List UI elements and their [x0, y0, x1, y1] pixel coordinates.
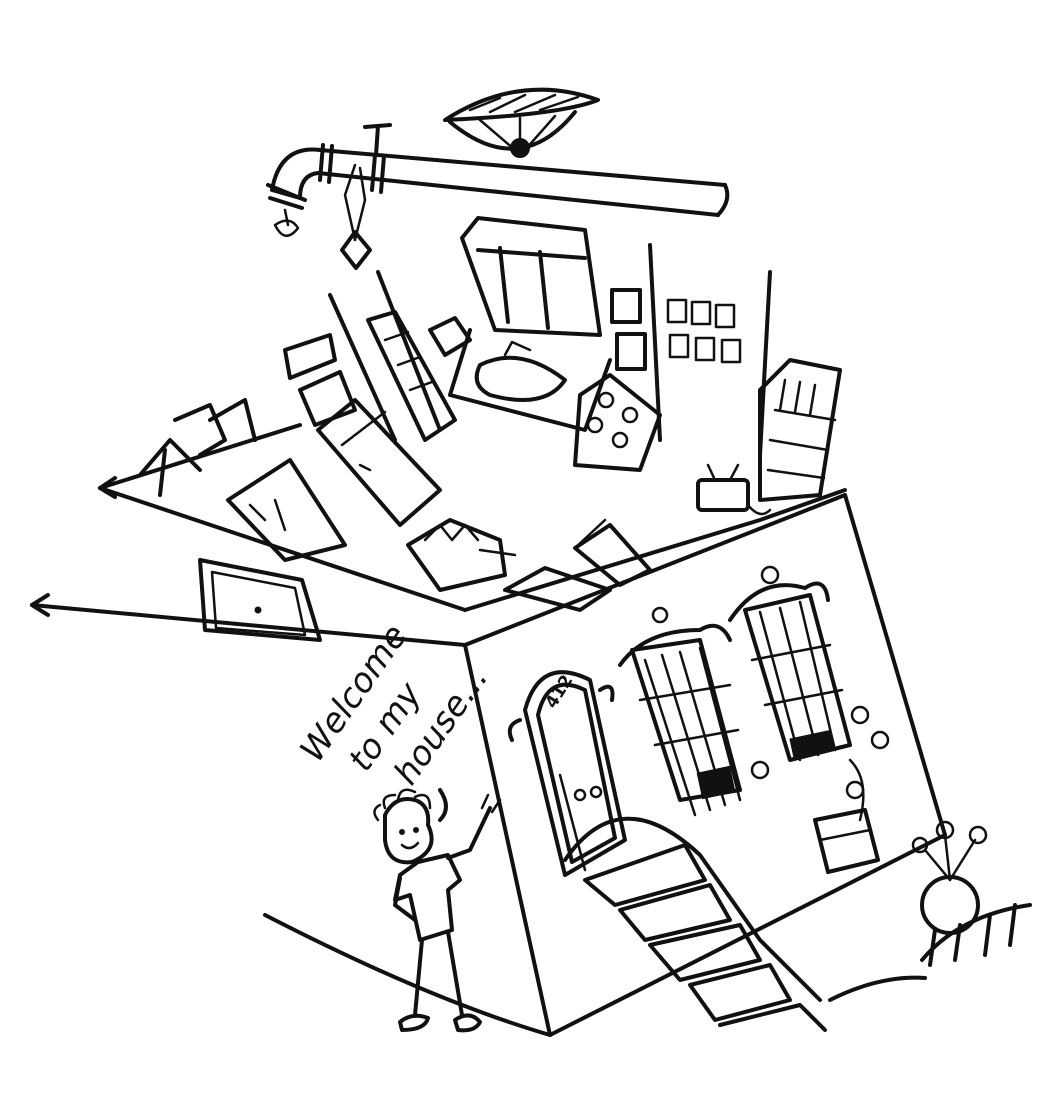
stairs — [563, 816, 827, 1032]
picture-frames — [328, 243, 772, 457]
tv — [696, 463, 772, 516]
left-room — [226, 310, 457, 562]
side-door — [198, 558, 322, 642]
pipe — [266, 123, 730, 270]
rooftop-chairs — [98, 398, 302, 499]
front-door: 412 — [507, 670, 627, 877]
speech-text: Welcome to my house... — [292, 617, 496, 792]
bookshelf — [758, 358, 842, 502]
ceiling-lamp — [443, 87, 600, 158]
kitchen — [428, 216, 662, 472]
flower-vines — [750, 705, 890, 822]
window-right — [728, 565, 852, 762]
person-waving — [373, 788, 502, 1033]
floor-items — [406, 518, 652, 612]
window-left — [618, 606, 742, 817]
house-structure — [30, 486, 947, 1037]
potted-plants — [911, 820, 1032, 967]
lower-window — [813, 808, 880, 874]
